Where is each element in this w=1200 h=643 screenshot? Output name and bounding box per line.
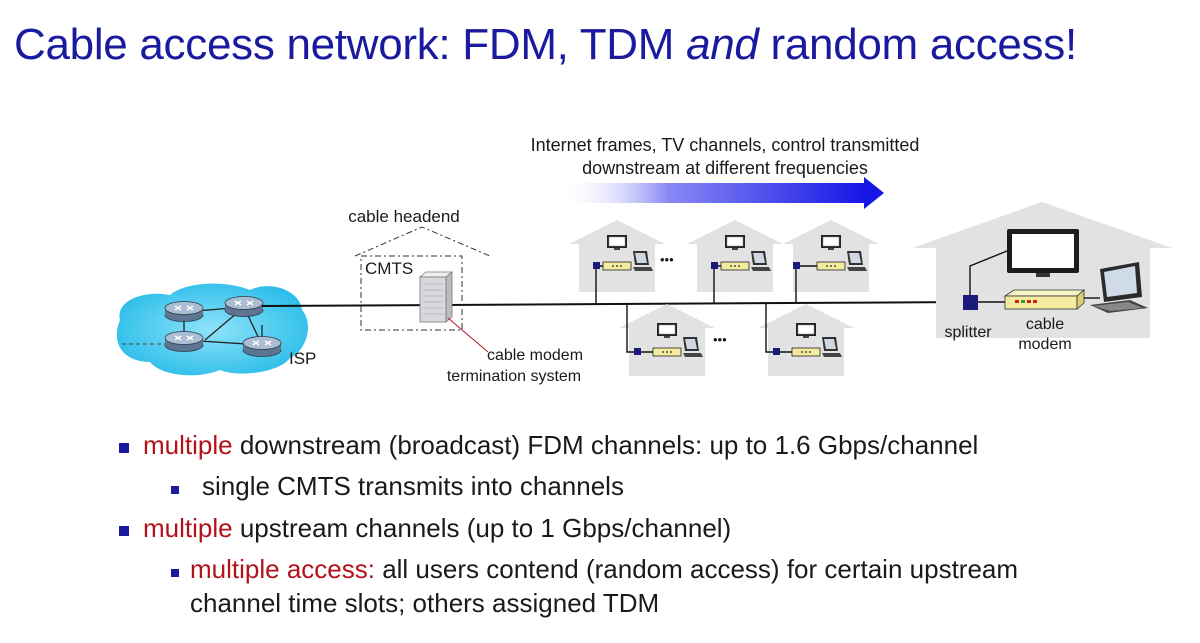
ellipsis: ••• — [713, 332, 727, 347]
router-icon — [242, 335, 282, 358]
isp-label: ISP — [289, 349, 316, 368]
headend-label: cable headend — [348, 207, 460, 226]
splitter-box — [773, 348, 780, 355]
cmts-server-icon — [418, 271, 454, 323]
splitter-box — [593, 262, 600, 269]
house — [783, 220, 879, 292]
main-cable-line — [261, 301, 969, 307]
cmts-pointer-line — [447, 317, 489, 353]
modem-label-line1: cable — [1026, 316, 1064, 333]
title-italic: and — [686, 20, 759, 69]
splitter-box — [793, 262, 800, 269]
tv-icon — [1007, 229, 1079, 277]
house — [758, 304, 854, 376]
isp-cloud — [116, 283, 309, 376]
splitter-icon — [963, 295, 978, 310]
modem-label-line2: modem — [1018, 336, 1071, 353]
title-part1: Cable access network: FDM, TDM — [14, 20, 687, 69]
ellipsis: ••• — [660, 252, 674, 267]
cmts-desc-line1: cable modem — [487, 347, 583, 364]
splitter-label: splitter — [944, 324, 992, 341]
router-icon — [224, 295, 264, 318]
cmts-desc-line2: termination system — [447, 368, 581, 385]
splitter-box — [711, 262, 718, 269]
splitter-box — [634, 348, 641, 355]
downstream-caption-line2: downstream at different frequencies — [582, 158, 868, 178]
router-icon — [164, 300, 204, 323]
router-icon — [164, 330, 204, 353]
house — [569, 220, 665, 292]
house — [687, 220, 783, 292]
cable-modem-icon — [1003, 289, 1086, 310]
slide-title: Cable access network: FDM, TDM and rando… — [14, 20, 1077, 70]
pc-icon — [1090, 262, 1148, 313]
downstream-caption-line1: Internet frames, TV channels, control tr… — [531, 135, 920, 155]
splitter-to-tv-line — [969, 250, 1008, 298]
title-part2: random access! — [758, 20, 1078, 69]
house — [619, 304, 715, 376]
cmts-label: CMTS — [365, 259, 413, 278]
downstream-arrow — [560, 177, 884, 209]
cable-headend-outline — [354, 226, 491, 331]
